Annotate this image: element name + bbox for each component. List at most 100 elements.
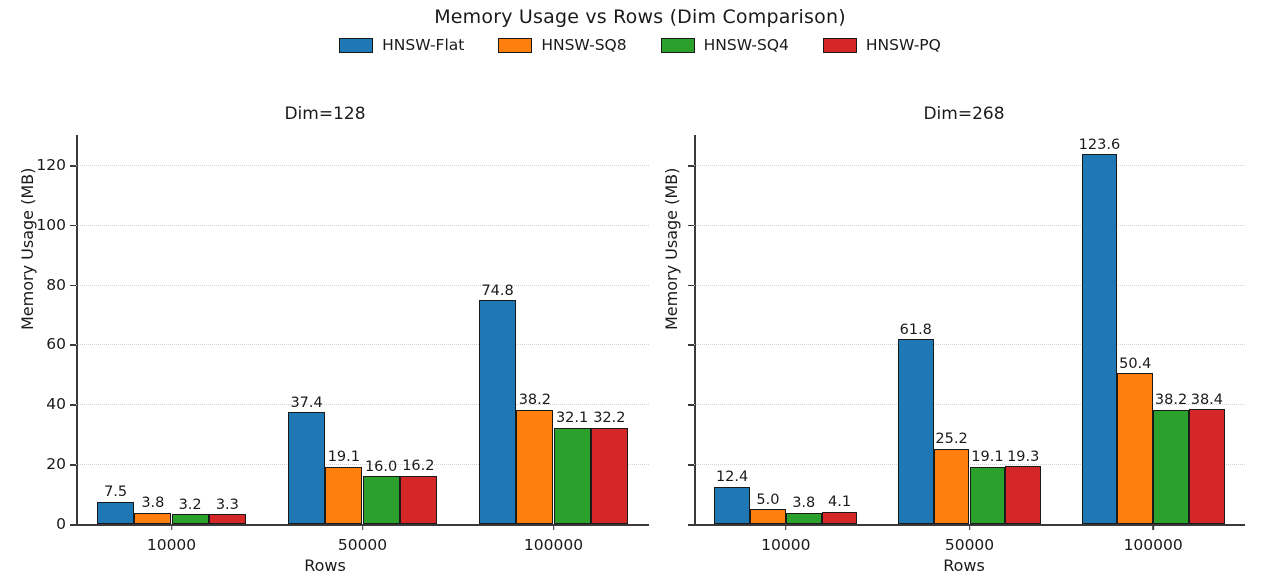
y-tick-mark (70, 464, 76, 466)
bar-hnsw-sq4-50000: 16.0 (362, 460, 400, 524)
gridline (76, 164, 649, 166)
x-tick-mark (968, 524, 971, 530)
y-tick-mark (688, 164, 694, 167)
bar-value-label: 38.4 (1190, 391, 1224, 408)
x-tick-label: 10000 (146, 536, 197, 554)
bar-hnsw-sq4-100000: 32.1 (553, 411, 591, 524)
y-tick-mark (70, 524, 76, 526)
y-tick-mark (70, 344, 76, 347)
bar-hnsw-pq-10000: 4.1 (821, 495, 858, 524)
bar-hnsw-pq-10000: 3.3 (208, 498, 246, 524)
bar-value-label: 32.2 (593, 410, 626, 427)
bar-value-label: 3.8 (141, 495, 165, 512)
gridline (694, 164, 1245, 166)
bar-hnsw-sq4-10000: 3.2 (171, 498, 209, 524)
gridline (76, 344, 649, 346)
y-tick-label: 60 (46, 335, 66, 354)
bar-value-label: 32.1 (555, 410, 589, 427)
chart-title: Memory Usage vs Rows (Dim Comparison) (434, 6, 846, 28)
gridline (694, 284, 1245, 286)
y-tick-mark (70, 284, 76, 287)
x-tick-label: 100000 (1123, 536, 1183, 554)
bar-value-label: 19.1 (971, 449, 1004, 466)
bar-value-label: 38.2 (518, 392, 552, 409)
y-axis-spine (76, 135, 78, 524)
bar-value-label: 74.8 (481, 282, 514, 299)
legend-label: HNSW-SQ4 (703, 36, 789, 54)
y-axis-label: Memory Usage (MB) (18, 167, 37, 330)
bar-hnsw-sq8-100000: 38.2 (516, 393, 554, 524)
legend-item-hnsw-sq4[interactable]: HNSW-SQ4 (660, 36, 789, 54)
bar-hnsw-sq4-10000: 3.8 (785, 496, 822, 524)
legend-swatch-icon (339, 37, 374, 53)
legend-label: HNSW-Flat (382, 36, 465, 54)
gridline (76, 284, 649, 286)
bar-value-label: 12.4 (715, 469, 749, 486)
bar-hnsw-flat-10000: 7.5 (97, 485, 135, 524)
y-tick-label: 0 (56, 515, 66, 533)
bar-value-label: 61.8 (899, 321, 932, 338)
bar-hnsw-sq8-10000: 5.0 (750, 493, 786, 524)
y-tick-mark (688, 524, 694, 526)
y-tick-mark (688, 344, 694, 347)
bar-value-label: 19.1 (327, 449, 361, 466)
x-tick-label: 50000 (337, 536, 388, 554)
y-tick-mark (688, 404, 694, 406)
y-tick-mark (70, 404, 76, 406)
x-tick-mark (552, 524, 555, 530)
y-tick-label: 20 (46, 455, 66, 474)
bar-hnsw-flat-10000: 12.4 (714, 470, 751, 524)
legend-item-hnsw-sq8[interactable]: HNSW-SQ8 (498, 36, 627, 54)
bar-hnsw-sq8-50000: 25.2 (933, 432, 970, 524)
legend-label: HNSW-PQ (865, 36, 941, 54)
legend-item-hnsw-pq[interactable]: HNSW-PQ (822, 36, 941, 54)
bar-hnsw-sq8-100000: 50.4 (1117, 357, 1154, 524)
legend-item-hnsw-flat[interactable]: HNSW-Flat (339, 36, 464, 54)
bar-value-label: 16.2 (402, 458, 435, 475)
bar-hnsw-sq4-100000: 38.2 (1153, 393, 1189, 524)
gridline (76, 464, 649, 466)
y-tick-mark (70, 164, 76, 167)
y-tick-mark (688, 224, 694, 227)
legend-swatch-icon (660, 37, 695, 53)
bar-value-label: 3.3 (215, 496, 239, 513)
y-axis-label: Memory Usage (MB) (662, 167, 681, 330)
x-tick-label: 50000 (944, 536, 995, 554)
y-tick-label: 100 (36, 215, 66, 234)
x-tick-label: 10000 (761, 536, 811, 554)
x-tick-mark (1152, 524, 1154, 530)
bar-hnsw-sq8-10000: 3.8 (134, 496, 172, 524)
x-tick-mark (170, 524, 173, 530)
y-tick-mark (688, 464, 694, 466)
bar-hnsw-pq-50000: 16.2 (399, 459, 437, 524)
gridline (76, 404, 649, 406)
legend-swatch-icon (498, 37, 533, 53)
bar-value-label: 38.2 (1154, 392, 1188, 409)
bar-hnsw-flat-100000: 74.8 (479, 284, 517, 524)
gridline (694, 224, 1245, 226)
bar-value-label: 25.2 (935, 431, 968, 448)
y-tick-mark (70, 224, 76, 227)
bar-hnsw-sq8-50000: 19.1 (325, 450, 363, 524)
y-tick-label: 80 (46, 275, 66, 294)
bar-hnsw-flat-50000: 37.4 (288, 396, 326, 524)
bar-value-label: 19.3 (1007, 448, 1040, 465)
x-tick-mark (785, 524, 787, 530)
y-axis-spine (694, 135, 696, 524)
gridline (694, 464, 1245, 466)
bar-hnsw-flat-100000: 123.6 (1079, 138, 1120, 524)
x-axis-label: Rows (943, 556, 985, 575)
bar-value-label: 16.0 (364, 458, 398, 475)
gridline (694, 344, 1245, 346)
y-tick-label: 40 (46, 395, 66, 414)
bar-value-label: 5.0 (756, 491, 780, 508)
x-axis-label: Rows (304, 556, 346, 575)
legend-label: HNSW-SQ8 (541, 36, 627, 54)
bar-hnsw-flat-50000: 61.8 (897, 323, 934, 524)
bar-value-label: 3.2 (178, 496, 202, 513)
chart-legend: HNSW-Flat HNSW-SQ8 HNSW-SQ4 HNSW-PQ (0, 36, 1280, 54)
